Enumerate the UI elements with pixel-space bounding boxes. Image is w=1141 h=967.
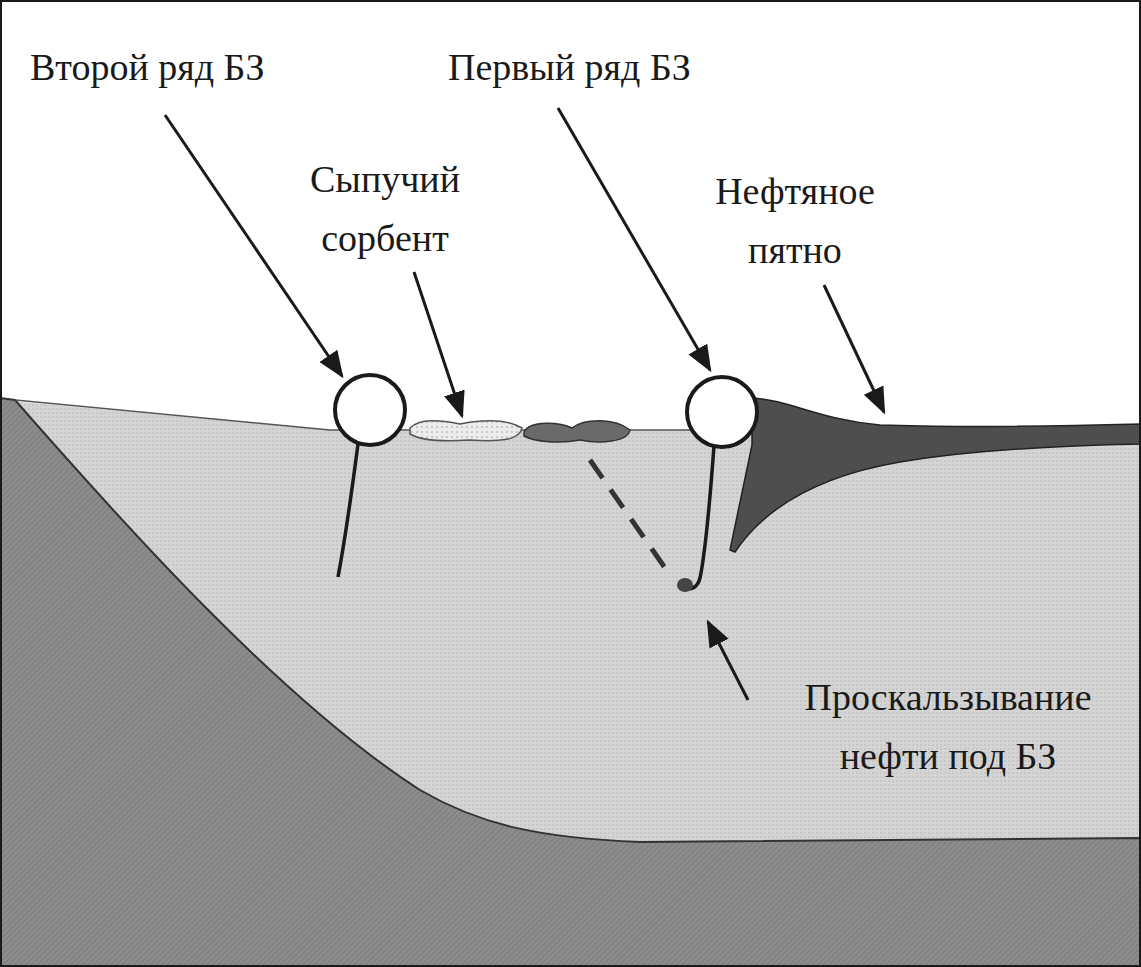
sorbent-label: Сыпучий сорбент	[290, 150, 480, 268]
leak-label: Проскальзывание нефти под БЗ	[762, 668, 1134, 786]
boom-label: Второй ряд БЗ	[30, 38, 450, 97]
oil-slick-label: Нефтяное пятно	[700, 162, 890, 280]
boom-label: Первый ряд БЗ	[448, 38, 868, 97]
